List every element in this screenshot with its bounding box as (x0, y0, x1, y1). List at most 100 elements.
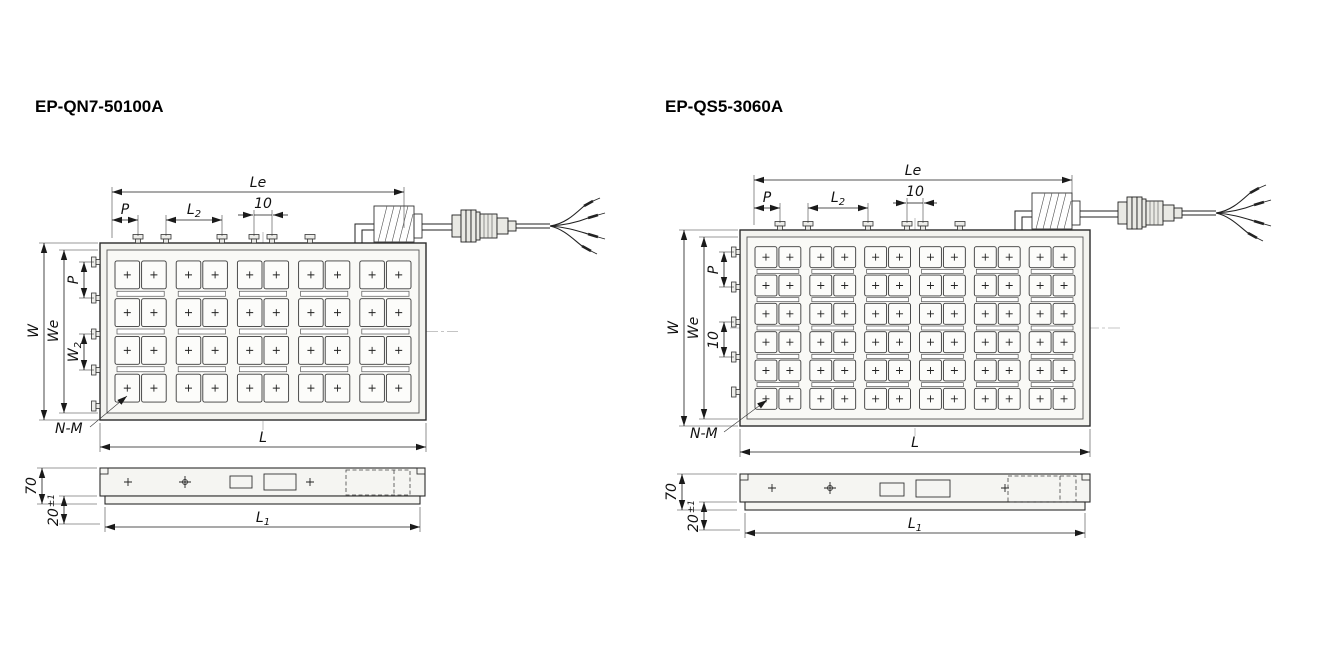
pole-grid (754, 246, 1076, 410)
lead-wires (1215, 184, 1272, 242)
connector-plug (451, 209, 517, 243)
dim-label-10: 10 (254, 196, 272, 212)
dim-label-70: 70 (664, 483, 680, 501)
pole-center-mark (762, 338, 770, 346)
top-view (91, 234, 427, 421)
mounting-bolt (735, 389, 741, 395)
mounting-bolt (735, 319, 741, 325)
conduit-elbow-inner (1021, 216, 1032, 230)
conduit-elbow (354, 223, 374, 243)
pole-separator (756, 297, 800, 303)
pole-separator (811, 268, 855, 274)
pole-center-mark (272, 271, 280, 279)
dim-label-p: P (121, 202, 130, 218)
pole-center-mark (395, 309, 403, 317)
pole-separator (921, 268, 964, 274)
cable-assembly (354, 197, 606, 255)
mounting-bolt (735, 284, 741, 290)
pole-center-mark (185, 271, 192, 279)
pole-separator (866, 325, 909, 331)
pole-center-mark (185, 384, 192, 392)
pole-separator (361, 290, 410, 297)
mounting-bolt (735, 354, 741, 360)
pole-separator (975, 268, 1019, 274)
pole-separator (116, 366, 165, 373)
pole-separator (300, 290, 349, 297)
pole-center-mark (1005, 253, 1013, 261)
dim-label-l2: L2 (831, 190, 845, 208)
pole-center-mark (1060, 282, 1068, 289)
pole-center-mark (1036, 367, 1044, 374)
junction-box-cap (413, 213, 423, 239)
pole-center-mark (150, 346, 158, 354)
pole-separator (300, 328, 349, 335)
model-title-right: EP-QS5-3060A (665, 97, 783, 116)
mounting-bolt (920, 225, 926, 231)
pole-center-mark (981, 395, 989, 403)
pole-center-mark (896, 367, 904, 374)
pole-center-mark (246, 271, 254, 279)
pole-separator (1030, 353, 1074, 359)
pole-center-mark (841, 282, 849, 289)
pole-separator (177, 290, 226, 297)
pole-separator (866, 297, 909, 303)
pole-center-mark (817, 282, 825, 289)
pole-center-mark (307, 384, 315, 392)
chuck-face-inner (746, 236, 1084, 420)
side-view: 70 20±1 L1 (664, 473, 1091, 538)
dim-label-p-left: P (706, 265, 722, 274)
side-view: 70 20±1 L1 (24, 467, 426, 532)
pole-separator (756, 382, 800, 388)
dim-label-l: L (259, 430, 267, 446)
pole-center-mark (123, 271, 131, 279)
side-terminal-box (229, 475, 253, 489)
dim-label-l1: L1 (256, 510, 270, 528)
pole-center-mark (150, 271, 158, 279)
pole-separator (811, 325, 855, 331)
pole-separator (116, 328, 165, 335)
side-center-mark (124, 478, 132, 486)
pole-center-mark (272, 346, 280, 354)
mounting-bolt (95, 367, 101, 373)
pole-center-mark (1005, 282, 1013, 289)
side-hidden-section (345, 469, 411, 496)
pole-separator (921, 353, 964, 359)
pole-center-mark (150, 309, 158, 317)
pole-center-mark (368, 384, 376, 392)
pole-center-mark (1036, 310, 1044, 318)
mounting-bolt (304, 234, 316, 240)
side-body (99, 467, 426, 497)
pole-center-mark (981, 367, 989, 374)
pole-center-mark (896, 338, 904, 346)
mounting-bolt (957, 225, 963, 231)
pole-separator (239, 328, 287, 335)
dim-label-le: Le (250, 175, 266, 191)
pole-separator (1030, 382, 1074, 388)
dim-label-w: W (666, 320, 682, 335)
pole-center-mark (307, 346, 315, 354)
pole-center-mark (1005, 395, 1013, 403)
pole-center-mark (395, 346, 403, 354)
dim-label-20: 20±1 (686, 500, 702, 532)
mounting-bolt (95, 259, 101, 265)
dim-label-10: 10 (906, 184, 924, 200)
pole-center-mark (841, 338, 849, 346)
mounting-bolt (805, 225, 811, 231)
junction-box-hatching (1035, 192, 1072, 230)
top-edge-bolts (774, 221, 966, 231)
pole-center-mark (246, 384, 254, 392)
side-hole (827, 485, 833, 491)
pole-center-mark (123, 384, 131, 392)
lead-wires (549, 197, 606, 255)
side-center-mark (824, 482, 836, 494)
side-notch-left (99, 467, 109, 475)
pole-center-mark (762, 282, 770, 289)
mounting-bolt (307, 238, 313, 244)
pole-center-mark (950, 282, 958, 289)
mounting-bolt (731, 386, 737, 398)
nm-leader-line (723, 399, 768, 433)
pole-grid (114, 260, 412, 403)
pole-separator (116, 290, 165, 297)
pole-separator (239, 366, 287, 373)
